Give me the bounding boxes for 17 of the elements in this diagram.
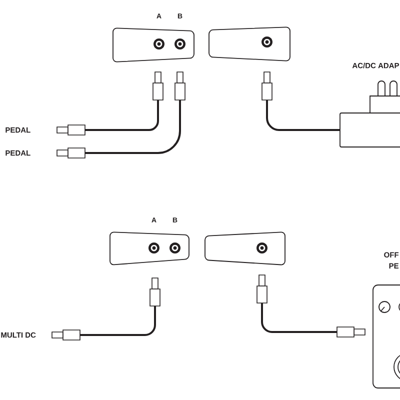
pedal-body bbox=[204, 232, 286, 266]
jack-socket bbox=[256, 242, 268, 254]
plug bbox=[256, 274, 268, 304]
plug bbox=[336, 326, 366, 338]
pedal-body bbox=[110, 232, 190, 266]
cable bbox=[85, 100, 181, 154]
plug bbox=[262, 72, 272, 100]
cable bbox=[261, 303, 337, 333]
plug bbox=[150, 278, 160, 306]
cable bbox=[80, 306, 156, 336]
jack-socket bbox=[262, 36, 272, 48]
plug bbox=[174, 72, 186, 100]
cable bbox=[85, 100, 159, 131]
pedal-body bbox=[208, 26, 290, 62]
pedal-body bbox=[112, 28, 194, 62]
cable bbox=[266, 100, 340, 131]
plug bbox=[152, 72, 164, 100]
